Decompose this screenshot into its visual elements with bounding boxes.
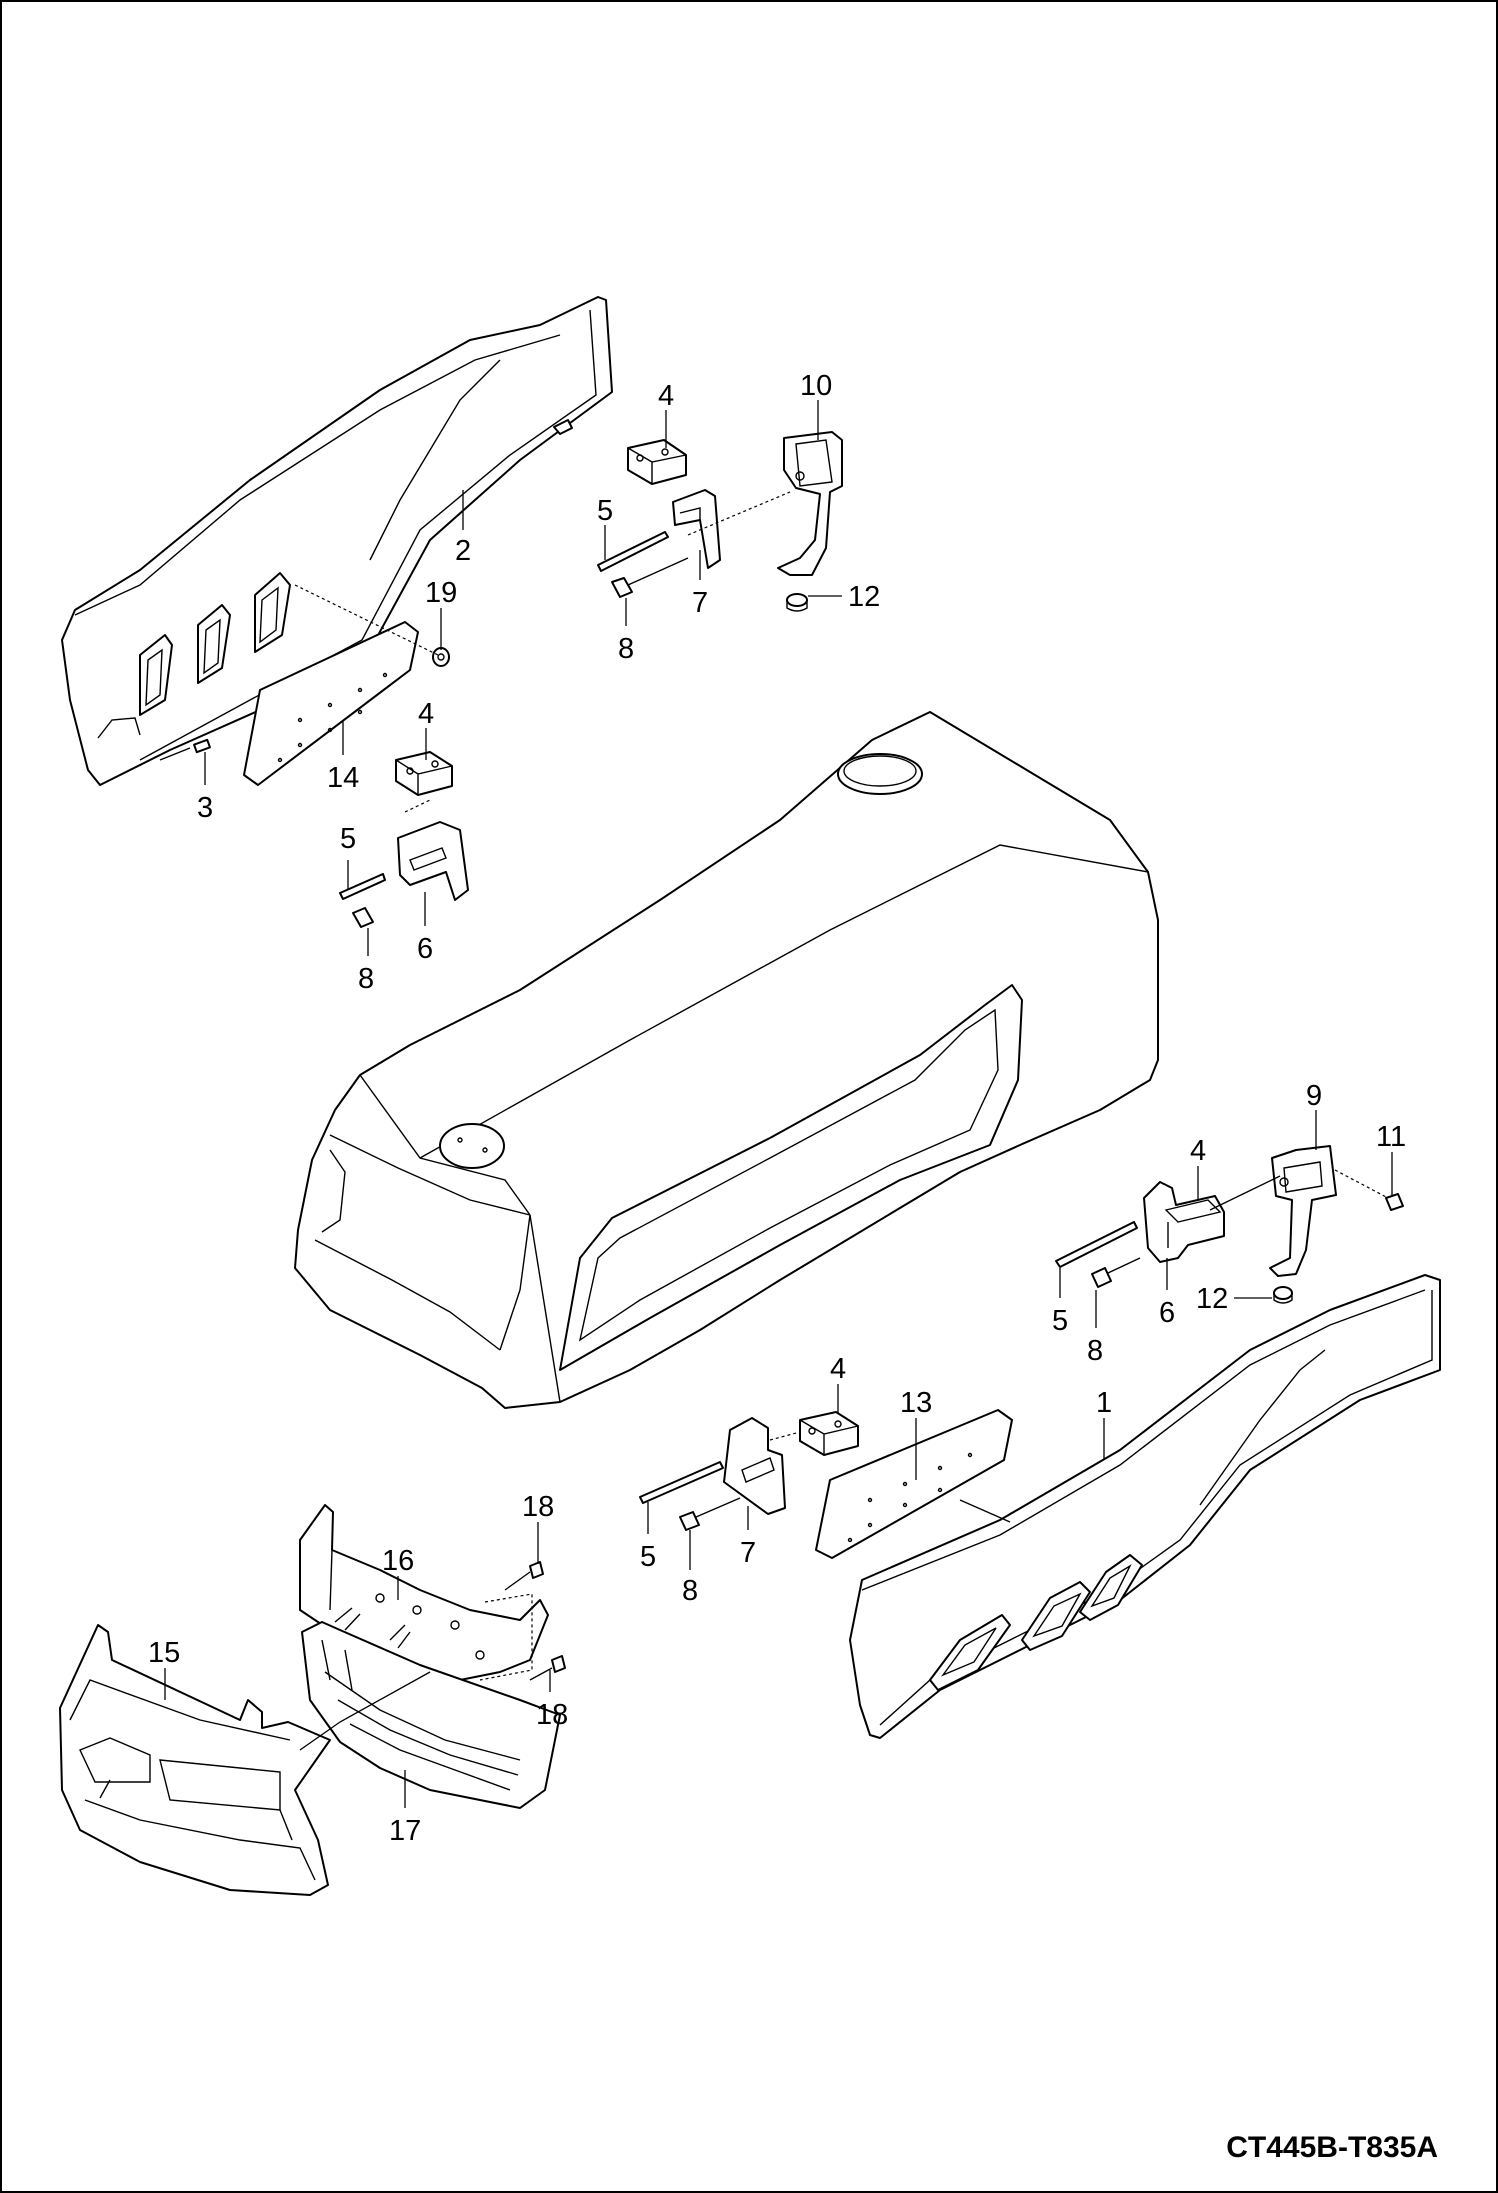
callout-13: 13 — [900, 1387, 932, 1419]
right-side-panel — [849, 1274, 1441, 1739]
callout-12: 12 — [848, 581, 880, 613]
callout-15: 15 — [148, 1637, 180, 1669]
callout-8: 8 — [682, 1575, 698, 1607]
callout-4: 4 — [1190, 1135, 1206, 1167]
callout-11: 11 — [1376, 1121, 1406, 1153]
left-side-panel — [61, 296, 613, 786]
callout-18: 18 — [522, 1491, 554, 1523]
callout-8: 8 — [358, 963, 374, 995]
callout-4: 4 — [418, 698, 434, 730]
front-grille-frame — [59, 1624, 331, 1896]
callout-19: 19 — [425, 577, 457, 609]
callout-6: 6 — [1159, 1297, 1175, 1329]
callout-4: 4 — [658, 380, 674, 412]
callout-18: 18 — [536, 1699, 568, 1731]
callout-10: 10 — [800, 370, 832, 402]
callout-4: 4 — [830, 1353, 846, 1385]
leader-lines — [164, 400, 1393, 1808]
right-hinge-group — [1055, 1145, 1404, 1304]
callout-17: 17 — [389, 1815, 421, 1847]
right-mesh-screen — [815, 1409, 1013, 1559]
left-mesh-screen — [243, 621, 419, 786]
callout-9: 9 — [1306, 1080, 1322, 1112]
nut-19 — [432, 647, 450, 667]
callout-6: 6 — [417, 933, 433, 965]
callout-12: 12 — [1196, 1283, 1228, 1315]
callout-5: 5 — [640, 1541, 656, 1573]
callout-5: 5 — [1052, 1305, 1068, 1337]
callout-8: 8 — [1087, 1335, 1103, 1367]
drawing-code: CT445B-T835A — [1226, 2131, 1438, 2164]
callout-16: 16 — [382, 1545, 414, 1577]
callout-7: 7 — [740, 1537, 756, 1569]
upper-hinge-group — [597, 431, 843, 612]
callout-5: 5 — [597, 495, 613, 527]
left-hinge-group — [339, 751, 469, 928]
callout-2: 2 — [455, 535, 471, 567]
pin-3 — [193, 738, 211, 754]
callout-7: 7 — [692, 587, 708, 619]
lower-grille — [301, 1621, 561, 1809]
callout-5: 5 — [340, 823, 356, 855]
callout-3: 3 — [197, 792, 213, 824]
callout-8: 8 — [618, 633, 634, 665]
callout-labels: 10 4 5 2 19 7 12 8 4 14 3 5 6 8 9 4 11 5… — [148, 370, 1406, 1847]
lower-hinge-group — [639, 1411, 859, 1531]
callout-1: 1 — [1096, 1387, 1112, 1419]
hood — [294, 711, 1159, 1409]
callout-14: 14 — [327, 762, 359, 794]
